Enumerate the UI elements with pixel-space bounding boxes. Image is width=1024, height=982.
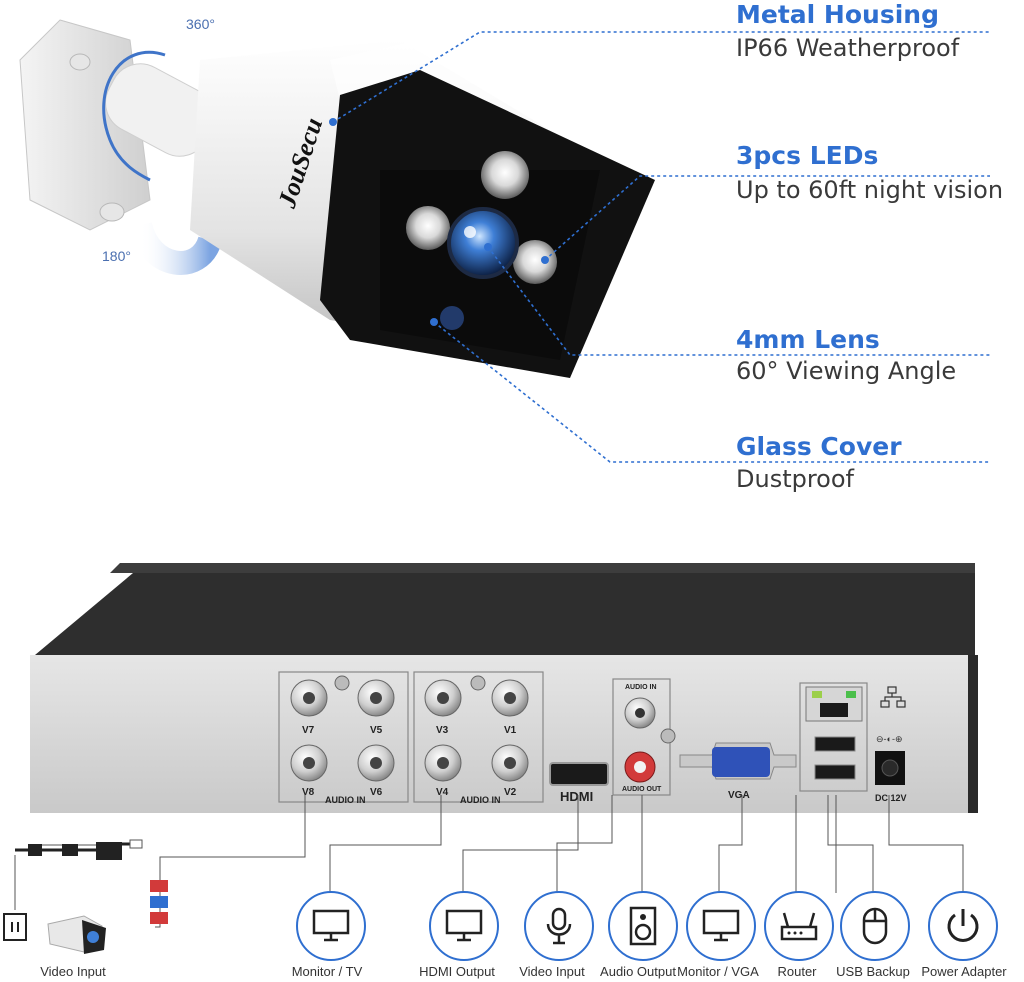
bnc-ports bbox=[290, 679, 529, 782]
callout-line-glass bbox=[433, 321, 990, 463]
connection-lines bbox=[14, 795, 964, 928]
dc-label: DC 12V bbox=[875, 793, 907, 803]
feature-desc-housing: IP66 Weatherproof bbox=[736, 34, 960, 62]
power-adapter-label: Power Adapter bbox=[921, 964, 1007, 979]
callout-line-housing bbox=[332, 31, 990, 123]
audio-in-label-right: AUDIO IN bbox=[460, 795, 501, 805]
port-label-v2: V2 bbox=[504, 787, 517, 798]
router-label: Router bbox=[777, 964, 817, 979]
hdmi-output-label: HDMI Output bbox=[419, 964, 495, 979]
camera-lens bbox=[447, 207, 519, 279]
monitor-icon bbox=[312, 909, 350, 942]
usb-backup-label: USB Backup bbox=[836, 964, 910, 979]
audio-output-device bbox=[608, 891, 678, 961]
video-input-cable bbox=[3, 839, 168, 941]
monitor-tv-device bbox=[296, 891, 366, 961]
microphone-icon bbox=[546, 907, 572, 945]
router-device bbox=[764, 891, 834, 961]
audio-out-label: AUDIO OUT bbox=[622, 786, 662, 793]
video-input-device bbox=[524, 891, 594, 961]
port-label-v3: V3 bbox=[436, 725, 449, 736]
port-label-v7: V7 bbox=[302, 725, 315, 736]
audio-in-label-top: AUDIO IN bbox=[625, 684, 657, 691]
callout-line-lens bbox=[487, 246, 990, 356]
audio-in-label-left: AUDIO IN bbox=[325, 795, 366, 805]
callout-line-leds bbox=[544, 175, 990, 261]
port-label-v1: V1 bbox=[504, 725, 517, 736]
rotation-360-label: 360° bbox=[186, 16, 215, 32]
usb-backup-device bbox=[840, 891, 910, 961]
usb-port-bottom bbox=[814, 764, 856, 780]
camera-icon bbox=[47, 915, 106, 954]
router-icon bbox=[780, 912, 818, 941]
feature-title-leds: 3pcs LEDs bbox=[736, 141, 879, 170]
network-icon bbox=[880, 686, 906, 708]
feature-desc-leds: Up to 60ft night vision bbox=[736, 176, 1004, 204]
video-input-label: Video Input bbox=[40, 964, 106, 979]
light-sensor bbox=[440, 306, 464, 330]
usb-port-top bbox=[814, 736, 856, 752]
rotation-180-label: 180° bbox=[102, 248, 131, 264]
camera-illustration: JouSecu bbox=[19, 19, 990, 463]
monitor-vga-device bbox=[686, 891, 756, 961]
feature-title-housing: Metal Housing bbox=[736, 0, 939, 29]
port-label-v5: V5 bbox=[370, 725, 383, 736]
feature-title-glass: Glass Cover bbox=[736, 432, 902, 461]
monitor-icon bbox=[702, 909, 740, 942]
led-right bbox=[513, 240, 557, 284]
port-label-v6: V6 bbox=[370, 787, 383, 798]
port-label-v4: V4 bbox=[436, 787, 449, 798]
led-top bbox=[481, 151, 529, 199]
power-icon bbox=[947, 909, 979, 942]
port-label-v8: V8 bbox=[302, 787, 315, 798]
power-adapter-device bbox=[928, 891, 998, 961]
monitor-tv-label: Monitor / TV bbox=[291, 964, 363, 979]
video-input-label-2: Video Input bbox=[519, 964, 585, 979]
hdmi-port bbox=[549, 762, 609, 786]
audio-output-label: Audio Output bbox=[600, 964, 676, 979]
hdmi-output-device bbox=[429, 891, 499, 961]
monitor-icon bbox=[445, 909, 483, 942]
monitor-vga-label: Monitor / VGA bbox=[677, 964, 759, 979]
dc-polarity-icon: ⊖-◐-⊕ bbox=[876, 734, 903, 744]
led-left bbox=[406, 206, 450, 250]
hdmi-label: HDMI bbox=[560, 789, 593, 804]
feature-desc-glass: Dustproof bbox=[736, 465, 854, 493]
vga-label: VGA bbox=[728, 790, 750, 801]
feature-title-lens: 4mm Lens bbox=[736, 325, 880, 354]
camera-mount bbox=[19, 19, 215, 231]
rotation-360-arrow bbox=[102, 50, 166, 182]
dvr-back-panel: V7 V5 V8 V6 V3 V1 V4 V2 AUDIO IN AUDIO I… bbox=[30, 563, 978, 813]
speaker-icon bbox=[629, 906, 657, 946]
mouse-icon bbox=[862, 907, 888, 945]
feature-desc-lens: 60° Viewing Angle bbox=[736, 357, 957, 385]
